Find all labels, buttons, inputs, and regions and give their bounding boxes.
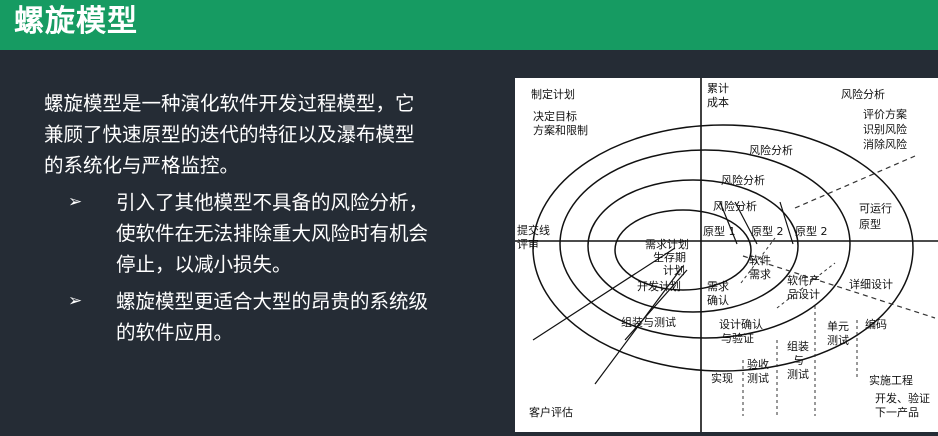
bullet-line: 引入了其他模型不具备的风险分析， xyxy=(116,191,429,214)
bullet-line: 螺旋模型更适合大型的昂贵的系统级 xyxy=(116,290,429,313)
dashed-diagonal xyxy=(776,262,836,309)
prototype-divider xyxy=(779,201,794,245)
label-accept2: 测试 xyxy=(747,372,769,385)
bullet-list: ➢ 引入了其他模型不具备的风险分析， 使软件在无法排除重大风险时有机会 停止，以… xyxy=(44,187,464,348)
label-next-product: 下一产品 xyxy=(875,405,919,419)
label-assemble3: 测试 xyxy=(787,368,809,381)
label-design-confirm2: 与验证 xyxy=(721,331,754,345)
label-customer-eval: 客户评估 xyxy=(529,405,573,419)
label-eliminate-risk: 消除风险 xyxy=(863,137,907,151)
spiral-loop-1 xyxy=(614,209,752,291)
label-req-confirm1: 需求 xyxy=(707,280,729,293)
arrow-bullet-icon: ➢ xyxy=(68,192,83,212)
spiral-loop-2 xyxy=(587,179,799,313)
intro-line: 螺旋模型是一种演化软件开发过程模型，它 xyxy=(44,92,415,115)
label-plan-word: 计划 xyxy=(663,264,685,277)
label-assemble2: 与 xyxy=(793,354,804,367)
label-prototype: 原型 xyxy=(859,217,881,231)
label-life-cycle: 生存期 xyxy=(653,250,686,264)
bullet-item: ➢ 引入了其他模型不具备的风险分析， 使软件在无法排除重大风险时有机会 停止，以… xyxy=(44,187,464,280)
label-coding: 编码 xyxy=(865,317,887,331)
label-accept1: 验收 xyxy=(747,357,769,371)
label-unit1: 单元 xyxy=(827,320,849,333)
label-plans-limits: 方案和限制 xyxy=(533,123,588,137)
prototype-divider xyxy=(719,201,738,245)
slide-title: 螺旋模型 xyxy=(14,4,138,39)
prototype-divider xyxy=(734,201,758,245)
label-req: 需求 xyxy=(749,268,771,281)
label-cost: 成本 xyxy=(707,95,729,109)
label-integrate-test: 组装与测试 xyxy=(621,315,676,329)
label-risk-c: 风险分析 xyxy=(713,199,757,213)
intro-paragraph: 螺旋模型是一种演化软件开发过程模型，它 兼顾了快速原型的迭代的特征以及瀑布模型 … xyxy=(44,88,464,181)
dashed-diagonal xyxy=(742,255,936,319)
label-review: 评审 xyxy=(517,237,539,251)
label-design-confirm1: 设计确认 xyxy=(719,318,763,331)
customer-eval-line xyxy=(532,247,676,341)
label-proto2: 原型 2 xyxy=(751,224,784,238)
label-impl-eng: 实施工程 xyxy=(869,373,913,387)
label-assemble1: 组装 xyxy=(787,339,809,353)
title-bar: 螺旋模型 xyxy=(0,0,938,50)
customer-eval-line xyxy=(624,269,688,341)
label-submit-line: 提交线 xyxy=(517,223,550,237)
body-text: 螺旋模型是一种演化软件开发过程模型，它 兼顾了快速原型的迭代的特征以及瀑布模型 … xyxy=(44,88,464,348)
dashed-diagonal xyxy=(794,155,916,209)
label-risk-a: 风险分析 xyxy=(749,143,793,157)
label-req-plan: 需求计划 xyxy=(645,238,689,251)
bullet-line: 停止，以减小损失。 xyxy=(116,253,292,276)
bullet-line: 使软件在无法排除重大风险时有机会 xyxy=(116,222,429,245)
label-proto3: 原型 2 xyxy=(795,224,828,238)
label-unit2: 测试 xyxy=(827,334,849,347)
intro-line: 兼顾了快速原型的迭代的特征以及瀑布模型 xyxy=(44,123,415,146)
bullet-item: ➢ 螺旋模型更适合大型的昂贵的系统级 的软件应用。 xyxy=(44,286,464,348)
label-dev-plan: 开发计划 xyxy=(637,279,681,293)
spiral-model-diagram: 制定计划 决定目标 方案和限制 累计 成本 风险分析 评价方案 识别风险 消除风… xyxy=(515,78,938,432)
label-dev-verify: 开发、验证 xyxy=(875,391,930,405)
label-product2: 品设计 xyxy=(787,288,820,301)
spiral-loop-outer xyxy=(532,124,914,372)
spiral-diagram-svg: 制定计划 决定目标 方案和限制 累计 成本 风险分析 评价方案 识别风险 消除风… xyxy=(515,78,938,432)
label-implement: 实现 xyxy=(711,371,733,385)
label-soft: 软件 xyxy=(749,253,771,267)
label-plan: 制定计划 xyxy=(531,87,575,101)
label-detail-design: 详细设计 xyxy=(849,277,893,291)
label-eval-plan: 评价方案 xyxy=(863,107,907,121)
bullet-line: 的软件应用。 xyxy=(116,321,234,344)
spiral-loop-3 xyxy=(559,149,851,339)
label-risk-b: 风险分析 xyxy=(721,173,765,187)
label-runnable: 可运行 xyxy=(859,202,892,215)
arrow-bullet-icon: ➢ xyxy=(68,291,83,311)
label-decide-goals: 决定目标 xyxy=(533,109,577,123)
label-product1: 软件产 xyxy=(787,273,820,287)
label-req-confirm2: 确认 xyxy=(707,294,729,307)
label-cumulative: 累计 xyxy=(707,82,729,95)
label-risk-top: 风险分析 xyxy=(841,87,885,101)
label-identify-risk: 识别风险 xyxy=(863,122,907,136)
intro-line: 的系统化与严格监控。 xyxy=(44,154,240,177)
label-proto1: 原型 1 xyxy=(703,224,736,238)
